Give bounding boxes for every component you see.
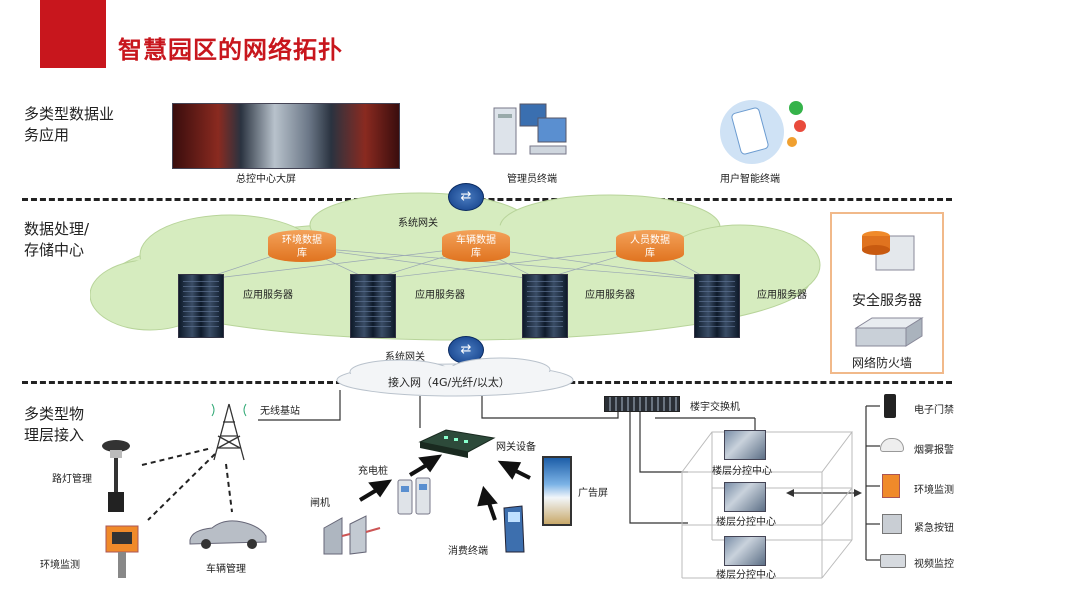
floor-center-2-label: 楼层分控中心 [716,517,776,528]
app-server-4-label: 应用服务器 [757,290,807,301]
gateway-device-label: 网关设备 [496,442,536,453]
charger-label: 充电桩 [358,466,388,477]
app-server-3-label: 应用服务器 [585,290,635,301]
smoke-alarm-icon [880,438,904,452]
floor-center-1-image [724,430,766,460]
access-network-label: 接入网（4G/光纤/以太） [388,376,510,389]
floor-center-1-label: 楼层分控中心 [712,466,772,477]
section-label-physical-line2: 理层接入 [24,426,85,444]
system-gateway-top-label: 系统网关 [398,218,438,229]
control-center-screen-label: 总控中心大屏 [236,174,296,185]
vehicle-icon [189,520,267,549]
streetlight-icon [102,440,130,512]
personnel-database-label: 人员数据库 [630,235,670,259]
device-env-monitor-label: 环境监测 [914,485,954,496]
security-zone-box: 安全服务器 网络防火墙 [830,212,944,374]
gate-label: 闸机 [310,498,330,509]
system-gateway-bottom-icon: ⇄ [448,336,484,364]
page-title: 智慧园区的网络拓扑 [118,36,343,64]
streetlight-label: 路灯管理 [52,474,92,485]
wireless-station-label: 无线基站 [260,406,300,417]
payment-terminal-icon [503,505,525,553]
user-smart-terminal-label: 用户智能终端 [720,174,780,185]
vehicle-database-label: 车辆数据库 [456,235,496,259]
env-monitor-icon [105,525,139,578]
app-server-1-label: 应用服务器 [243,290,293,301]
video-camera-icon [880,554,906,568]
payment-terminal-label: 消费终端 [448,546,488,557]
floor-center-3-image [724,536,766,566]
device-video-monitor-label: 视频监控 [914,559,954,570]
title-accent-bar [40,0,106,68]
security-server-label: 安全服务器 [852,293,922,309]
app-server-2-label: 应用服务器 [415,290,465,301]
charger-icon [397,477,431,515]
app-server-2-icon [350,274,396,338]
firewall-label: 网络防火墙 [852,356,913,370]
building-switch-label: 楼宇交换机 [690,402,740,413]
section-label-data-line2: 存储中心 [24,241,85,259]
personnel-database: 人员数据库 [616,230,684,262]
building-switch-icon [604,396,680,412]
gateway-device-icon [418,429,496,458]
device-smoke-alarm-label: 烟雾报警 [914,445,954,456]
ad-screen-icon [542,456,572,526]
admin-terminal-icon [493,103,567,155]
firewall-icon [854,317,924,347]
device-emergency-button-label: 紧急按钮 [914,523,954,534]
floor-center-2-image [724,482,766,512]
door-access-icon [884,394,896,418]
admin-terminal-label: 管理员终端 [507,174,557,185]
control-center-screen-image [172,103,400,169]
floor-center-3-label: 楼层分控中心 [716,570,776,581]
system-gateway-bottom-label: 系统网关 [385,352,425,363]
section-label-physical: 多类型物 理层接入 [24,404,84,446]
system-gateway-top-icon: ⇄ [448,183,484,211]
section-label-app: 多类型数据业 务应用 [24,104,114,146]
app-server-4-icon [694,274,740,338]
section-label-physical-line1: 多类型物 [24,405,85,423]
env-monitor-label: 环境监测 [40,560,80,571]
section-label-data: 数据处理/ 存储中心 [24,219,89,261]
section-label-app-line1: 多类型数据业 [24,105,115,123]
device-door-access-label: 电子门禁 [914,405,954,416]
user-smart-terminal-icon [720,100,806,164]
section-label-data-line1: 数据处理/ [24,220,90,238]
wireless-tower-icon [211,403,247,461]
section-label-app-line2: 务应用 [24,126,70,144]
env-database-label: 环境数据库 [282,235,322,259]
security-server-icon [862,231,915,271]
gate-icon [323,515,381,555]
ad-screen-label: 广告屏 [578,488,608,499]
emergency-button-icon [882,514,902,534]
app-server-3-icon [522,274,568,338]
app-server-1-icon [178,274,224,338]
env-sensor-icon [882,474,900,498]
vehicle-label: 车辆管理 [206,564,246,575]
vehicle-database: 车辆数据库 [442,230,510,262]
env-database: 环境数据库 [268,230,336,262]
